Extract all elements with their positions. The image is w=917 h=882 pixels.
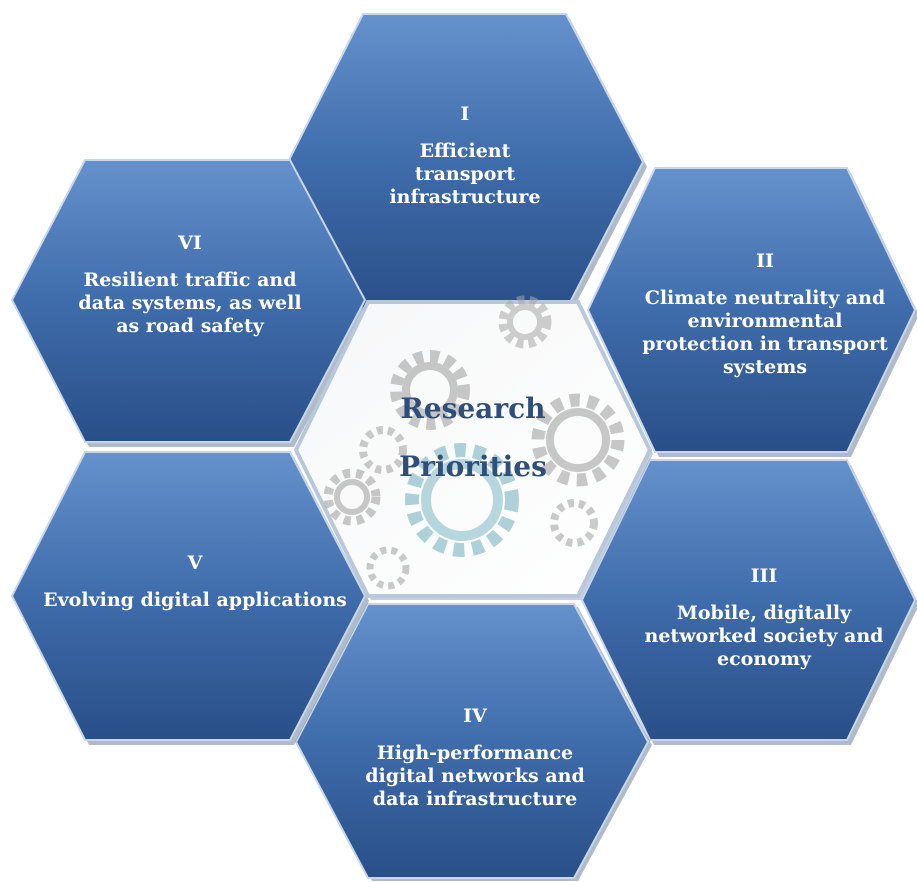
- priority-1-numeral: I: [460, 103, 470, 125]
- hex-priority-2: [586, 167, 917, 457]
- priority-4-label: High-performance digital networks and da…: [365, 742, 585, 810]
- priority-5: V Evolving digital applications: [40, 552, 350, 612]
- priority-4: IV High-performance digital networks and…: [330, 705, 620, 811]
- priority-1: I Efficient transport infrastructure: [335, 103, 595, 209]
- priority-6: VI Resilient traffic and data systems, a…: [60, 232, 320, 338]
- priority-2-numeral: II: [756, 250, 774, 272]
- center-title: Research Priorities: [363, 380, 583, 496]
- gears-icon: [323, 295, 625, 590]
- priority-6-label: Resilient traffic and data systems, as w…: [78, 269, 302, 337]
- priority-2: II Climate neutrality and environmental …: [620, 250, 910, 379]
- hex-priority-1: [286, 13, 647, 315]
- hex-priority-6: [10, 159, 369, 447]
- hex-priority-5: [10, 451, 369, 745]
- hex-priority-4: [294, 603, 652, 881]
- center-title-line1: Research: [400, 392, 546, 425]
- priority-1-label: Efficient transport infrastructure: [389, 140, 541, 208]
- priority-4-numeral: IV: [463, 705, 487, 727]
- priority-2-label: Climate neutrality and environmental pro…: [642, 287, 888, 378]
- priority-6-numeral: VI: [178, 232, 202, 254]
- priority-3-numeral: III: [750, 565, 778, 587]
- hex-priority-3: [580, 459, 917, 745]
- priority-5-label: Evolving digital applications: [43, 589, 347, 611]
- priority-5-numeral: V: [187, 552, 203, 574]
- priority-3-label: Mobile, digitally networked society and …: [644, 602, 884, 670]
- center-title-line2: Priorities: [399, 450, 547, 483]
- priority-3: III Mobile, digitally networked society …: [614, 565, 914, 671]
